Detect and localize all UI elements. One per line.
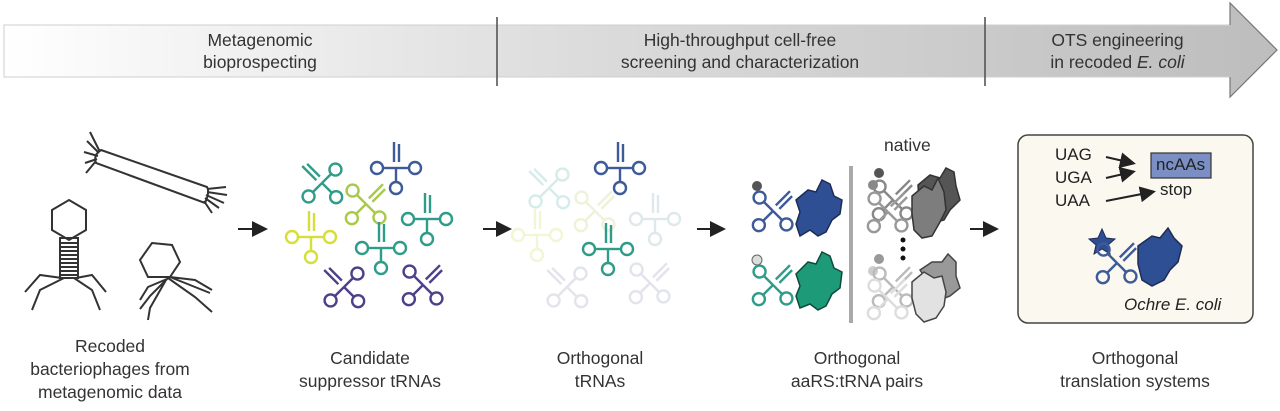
step-label-line: aaRS:tRNA pairs	[790, 371, 924, 391]
stage-label-cell-free-screening: High-throughput cell-free screening and …	[580, 29, 900, 73]
stage-label-ots-engineering: OTS engineering in recoded E. coli	[1010, 29, 1225, 73]
step-label-line: Candidate	[330, 348, 410, 368]
aars-pair-blue	[735, 173, 843, 249]
organism-label: Ochre E. coli	[1124, 295, 1222, 314]
step-label-candidate-trnas: Candidate suppressor tRNAs	[270, 347, 470, 393]
ots-box	[1017, 134, 1254, 324]
step-label-translation-systems: Orthogonal translation systems	[1030, 347, 1240, 393]
stage-label-line: Metagenomic	[207, 30, 313, 50]
trna-faded-icon	[529, 249, 605, 325]
step-label-aars-pairs: Orthogonal aaRS:tRNA pairs	[757, 347, 957, 393]
step-label-line: Orthogonal	[813, 348, 901, 368]
step-label-line: translation systems	[1060, 371, 1210, 391]
stage-label-line: in recoded E. coli	[1010, 51, 1225, 73]
aars-pair-green	[735, 247, 843, 323]
aars-protein-icon	[795, 250, 843, 311]
codon-arrow-uaa	[1105, 186, 1156, 203]
trna-icon	[735, 247, 811, 323]
codon-arrow-uga	[1105, 166, 1136, 183]
candidate-trna-cluster	[284, 140, 461, 325]
trna-faded-icon	[510, 207, 564, 263]
trna-faded-icon	[557, 173, 633, 249]
step-label-line: suppressor tRNAs	[299, 371, 441, 391]
stage-label-bioprospecting: Metagenomic bioprospecting	[140, 29, 380, 73]
trna-icon	[284, 145, 360, 221]
step-label-line: tRNAs	[574, 371, 626, 391]
stage-label-text: in recoded	[1050, 52, 1137, 72]
orthogonal-trna-cluster	[510, 140, 688, 325]
codon-uag: UAG	[1055, 145, 1092, 164]
codon-uaa: UAA	[1055, 191, 1090, 210]
step-label-orthogonal-trnas: Orthogonal tRNAs	[500, 347, 700, 393]
step-label-line: Recoded	[74, 336, 146, 356]
trna-icon	[284, 209, 338, 265]
stage-label-line: OTS engineering	[1051, 30, 1184, 50]
stage-label-line: bioprospecting	[203, 52, 317, 72]
step-label-line: metagenomic data	[38, 382, 182, 402]
stage-label-line: screening and characterization	[620, 52, 860, 72]
trna-icon	[369, 140, 423, 196]
ncaa-highlight-box	[1150, 152, 1212, 179]
ochre-ots-pair	[1079, 225, 1183, 301]
aars-protein-icon	[1137, 226, 1183, 287]
codon-uga: UGA	[1055, 168, 1092, 187]
trna-faded-icon	[612, 245, 688, 321]
codon-arrow-uag	[1105, 152, 1136, 169]
trna-faded-icon	[628, 191, 682, 247]
aars-protein-icon	[795, 178, 843, 238]
step-label-line: bacteriophages from	[30, 359, 190, 379]
aars-protein-icon	[911, 271, 947, 323]
trna-icon	[385, 247, 461, 323]
step-label-recoded-phages: Recoded bacteriophages from metagenomic …	[10, 335, 210, 404]
phage-icosahedral-icon	[138, 241, 213, 321]
stop-label: stop	[1160, 180, 1193, 199]
aars-protein-icon	[911, 176, 947, 239]
trna-orthogonal-icon	[593, 140, 647, 196]
step-label-line: Orthogonal	[556, 348, 644, 368]
trna-icon	[735, 173, 811, 249]
phage-tailed-icon	[24, 198, 107, 311]
trna-icon	[306, 249, 382, 325]
ncaa-label: ncAAs	[1156, 155, 1206, 174]
phage-filamentous-icon	[83, 131, 228, 214]
trna-icon	[328, 166, 404, 242]
native-aars-pairs	[850, 162, 961, 337]
step-label-line: Orthogonal	[1091, 348, 1179, 368]
stage-label-line: High-throughput cell-free	[643, 30, 837, 50]
trna-icon	[354, 220, 408, 276]
native-label: native	[884, 135, 931, 155]
trna-faded-icon	[511, 150, 587, 226]
trna-icon	[400, 191, 454, 247]
organism-italic: E. coli	[1136, 52, 1185, 72]
